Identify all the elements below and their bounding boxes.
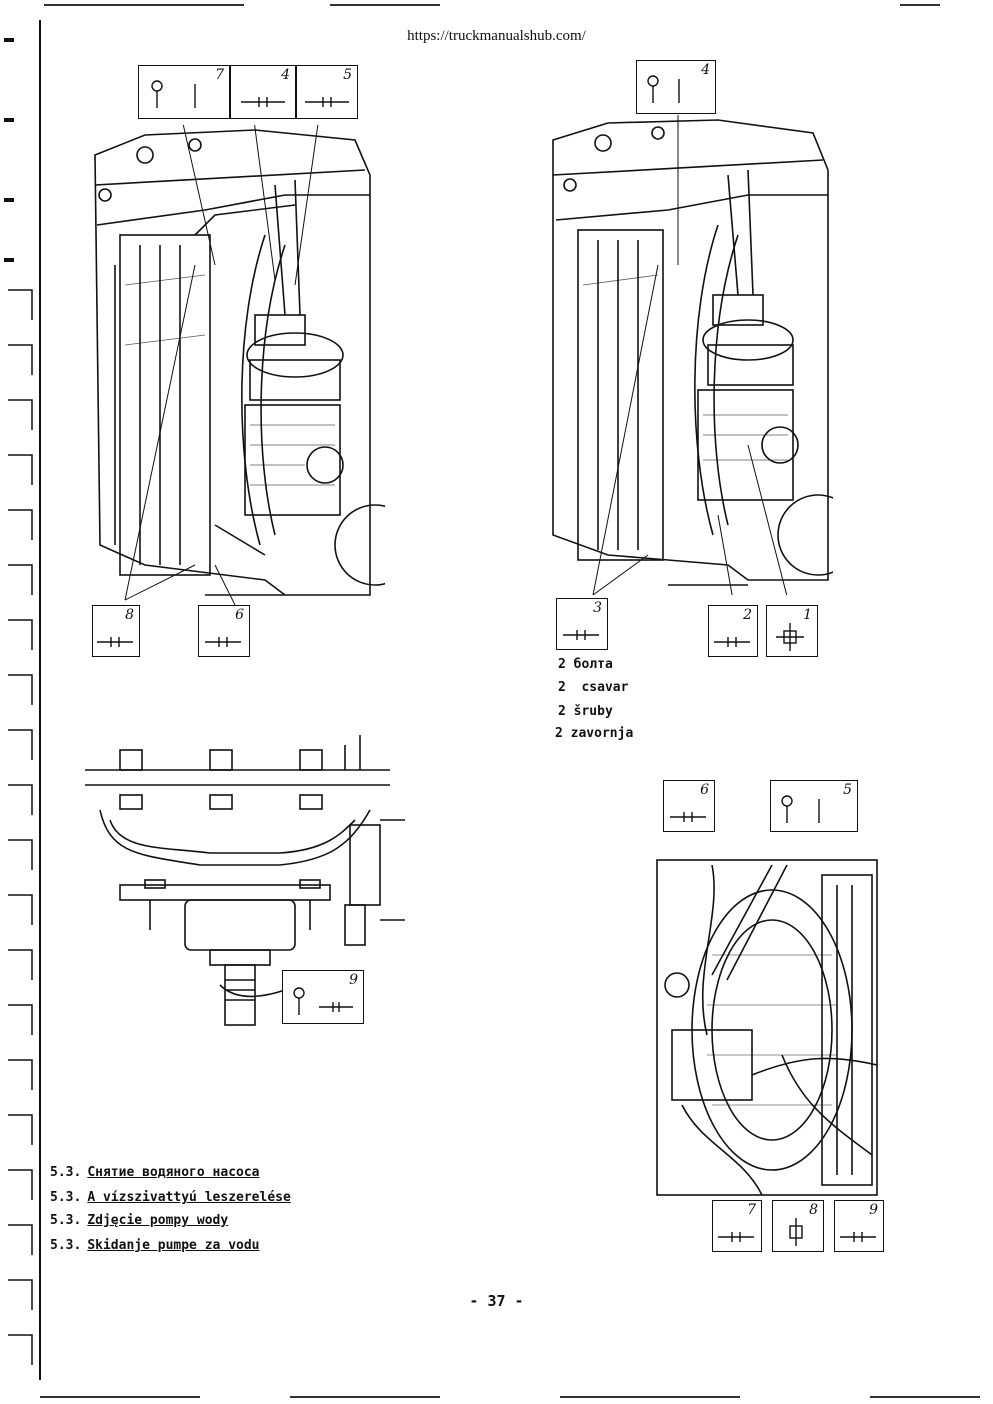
wrench-size-icon — [718, 1232, 754, 1242]
callout-5: 5 — [296, 65, 358, 119]
wrench-size-icon — [840, 1232, 876, 1242]
section-heading-sr: 5.3.Skidanje pumpe za vodu — [50, 1238, 260, 1253]
wrench-size-icon — [241, 97, 285, 107]
pump-mount-illustration — [80, 735, 410, 1035]
wrench-size-icon — [670, 812, 706, 822]
source-url: https://truckmanualshub.com/ — [407, 28, 586, 44]
scan-line — [330, 4, 440, 6]
wrench-size-icon — [714, 637, 750, 647]
scan-line — [870, 1396, 980, 1398]
scan-line — [560, 1396, 740, 1398]
bolt-note-hu: 2 csavar — [558, 680, 629, 695]
section-heading-ru: 5.3.Снятие водяного насоса — [50, 1165, 260, 1180]
callout-7: 7 — [712, 1200, 762, 1252]
binding-edge — [4, 20, 41, 1380]
callout-7: 7 — [138, 65, 230, 119]
bolt-note-sr: 2 zavornja — [555, 726, 634, 741]
scan-line — [290, 1396, 440, 1398]
callout-6: 6 — [198, 605, 250, 657]
section-heading-pl: 5.3.Zdjęcie pompy wody — [50, 1213, 229, 1228]
scan-line — [900, 4, 940, 6]
socket-icon — [776, 623, 804, 651]
callout-4: 4 — [636, 60, 716, 114]
scan-line — [40, 1396, 200, 1398]
callout-2: 2 — [708, 605, 758, 657]
bolt-tighten-icon — [647, 75, 680, 103]
wrench-size-icon — [205, 637, 241, 647]
callout-4: 4 — [230, 65, 296, 119]
bolt-note-ru: 2 болта — [558, 657, 613, 672]
bolt-tighten-icon — [781, 795, 820, 823]
socket-icon — [789, 1218, 803, 1246]
callout-8: 8 — [92, 605, 140, 657]
callout-8: 8 — [772, 1200, 824, 1252]
radiator-fan-illustration — [652, 855, 882, 1200]
engine-illustration-right — [548, 115, 833, 595]
wrench-size-icon — [97, 637, 133, 647]
engine-illustration-left — [85, 125, 385, 610]
page-number: - 37 - — [469, 1292, 524, 1310]
wrench-size-icon — [563, 630, 599, 640]
bolt-note-cz: 2 šruby — [558, 704, 613, 719]
callout-5: 5 — [770, 780, 858, 832]
callout-3: 3 — [556, 598, 608, 650]
wrench-size-icon — [305, 97, 349, 107]
scan-line — [44, 4, 244, 6]
callout-1: 1 — [766, 605, 818, 657]
callout-6: 6 — [663, 780, 715, 832]
callout-9: 9 — [834, 1200, 884, 1252]
bolt-tighten-icon — [293, 987, 353, 1015]
bolt-tighten-icon — [151, 80, 196, 108]
callout-9: 9 — [282, 970, 364, 1024]
section-heading-hu: 5.3.A vízszivattyú leszerelése — [50, 1190, 291, 1205]
